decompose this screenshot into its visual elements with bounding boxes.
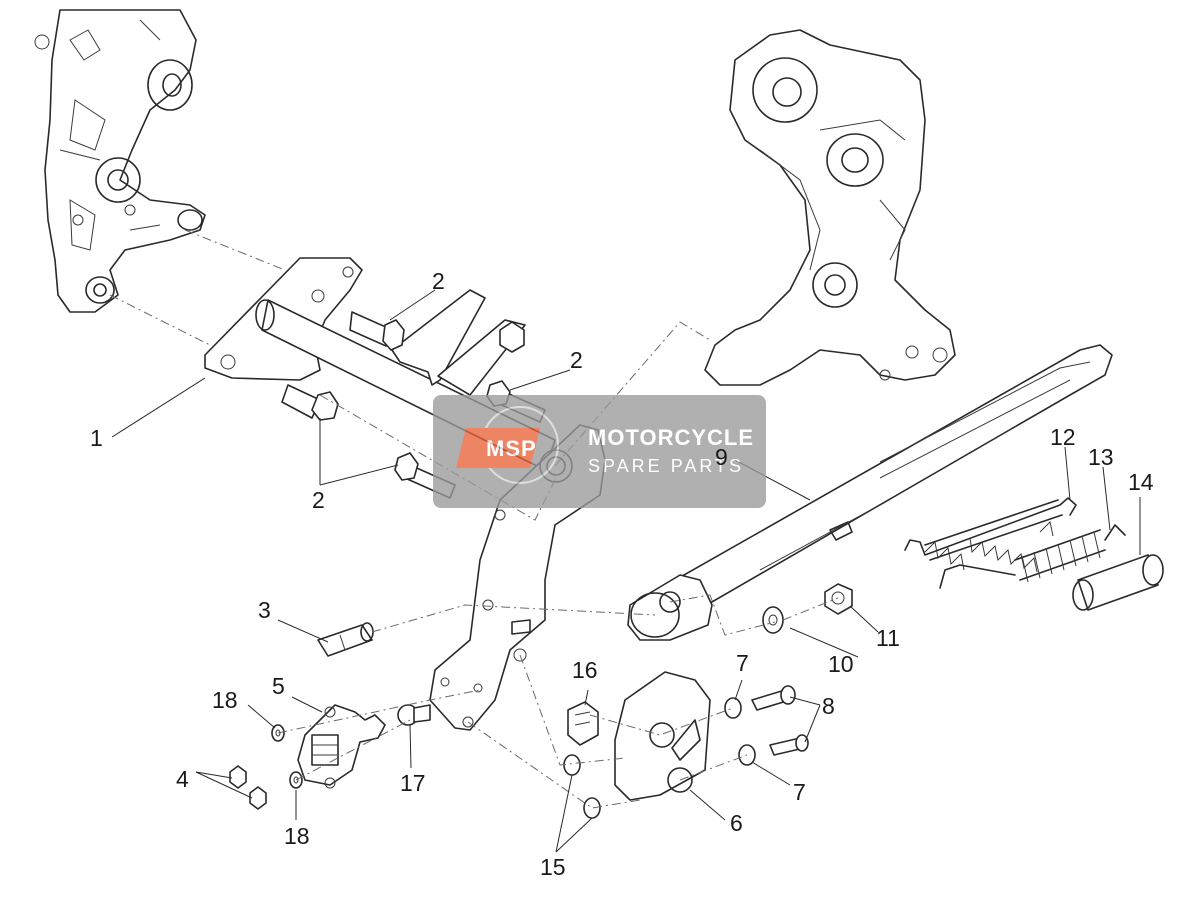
cover-washer-upper <box>724 697 742 719</box>
cable-clip <box>567 701 599 746</box>
cover-screw-upper <box>751 685 796 711</box>
callout-11: 11 <box>876 625 900 651</box>
watermark-title: MOTORCYCLE <box>588 425 754 450</box>
callout-2-bottom: 2 <box>312 487 325 513</box>
callout-1: 1 <box>90 425 103 451</box>
right-frame-bracket <box>704 29 956 386</box>
watermark-subtitle: SPARE PARTS <box>588 456 744 476</box>
watermark-logo: MSP <box>486 436 537 461</box>
callout-4: 4 <box>176 766 189 792</box>
callout-5: 5 <box>272 673 285 699</box>
callout-9: 9 <box>715 444 728 470</box>
callout-7-upper: 7 <box>736 650 749 676</box>
bolt-lower-left <box>281 384 339 421</box>
small-spring <box>904 497 1077 573</box>
callout-14: 14 <box>1128 469 1154 495</box>
left-frame-bracket <box>34 9 206 313</box>
callout-17: 17 <box>400 770 426 796</box>
assembly-lines <box>109 229 839 809</box>
callout-6: 6 <box>730 810 743 836</box>
switch-cover <box>614 671 711 801</box>
callout-3: 3 <box>258 597 271 623</box>
watermark: MSP MOTORCYCLE SPARE PARTS <box>433 395 766 508</box>
callouts: 1 2 2 2 3 4 5 6 7 7 8 9 10 11 12 13 14 1… <box>90 268 1154 880</box>
callout-2-right: 2 <box>570 347 583 373</box>
callout-10: 10 <box>828 651 854 677</box>
side-stand-leg <box>627 344 1113 641</box>
rubber-sleeve <box>1072 554 1164 611</box>
callout-13: 13 <box>1088 444 1114 470</box>
large-spring <box>939 524 1126 589</box>
washer-15-upper <box>563 754 581 776</box>
nut-lower <box>249 786 267 810</box>
callout-12: 12 <box>1050 424 1076 450</box>
spacer-bolt <box>397 704 431 726</box>
washer-15-lower <box>583 797 601 819</box>
side-stand-switch <box>297 704 386 789</box>
callout-18-lower: 18 <box>284 823 310 849</box>
callout-2-top: 2 <box>432 268 445 294</box>
bolt-upper <box>349 311 405 351</box>
stand-washer <box>762 606 784 634</box>
callout-18-upper: 18 <box>212 687 238 713</box>
cover-screw-lower <box>769 734 809 756</box>
callout-16: 16 <box>572 657 598 683</box>
nut-upper <box>229 765 247 789</box>
callout-7-lower: 7 <box>793 779 806 805</box>
callout-15: 15 <box>540 854 566 880</box>
callout-8: 8 <box>822 693 835 719</box>
pivot-pin <box>317 622 374 657</box>
nut-top <box>499 321 525 353</box>
stand-nut <box>824 583 853 615</box>
